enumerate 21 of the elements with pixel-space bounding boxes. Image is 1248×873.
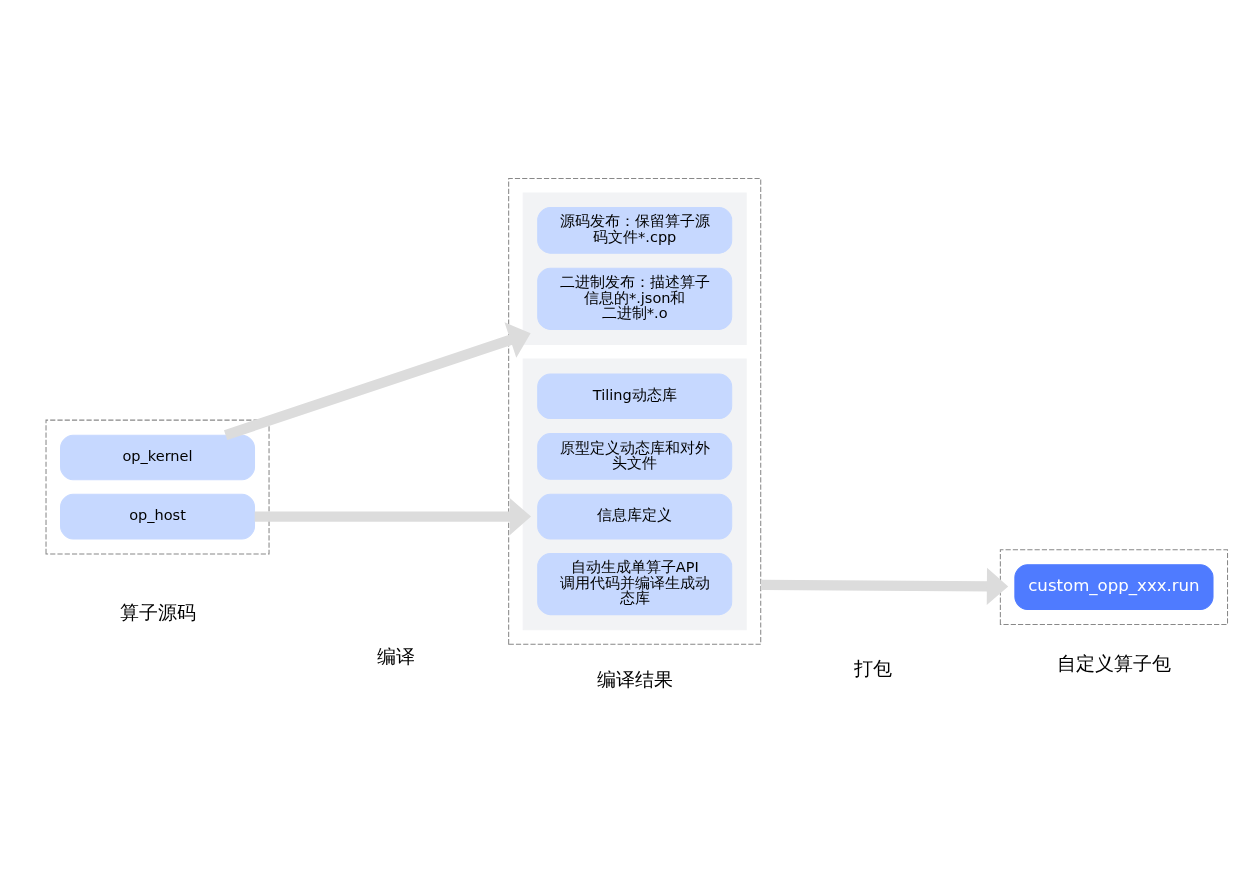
label: 算子源码 (119, 601, 196, 623)
cluster (522, 191, 747, 345)
node-box: 自动生成单算子API调用代码并编译生成动态库 (536, 552, 732, 615)
cluster (522, 357, 747, 630)
node-box: 源码发布：保留算子源码文件*.cpp (536, 206, 732, 254)
node-box: custom_opp_xxx.run (1013, 563, 1213, 610)
node-box: 原型定义动态库和对外头文件 (536, 432, 732, 480)
cluster (45, 419, 270, 554)
node-box: 信息库定义 (536, 493, 732, 539)
cluster (999, 548, 1228, 625)
label: 编译结果 (596, 668, 673, 690)
node-box: Tiling动态库 (536, 372, 732, 419)
node-box: op_host (59, 493, 255, 539)
label: 编译 (376, 645, 415, 667)
label: 打包 (853, 657, 892, 679)
arrow (223, 321, 531, 440)
node-box: op_kernel (59, 434, 255, 480)
label: 自定义算子包 (1056, 652, 1171, 674)
node-box: 二进制发布：描述算子信息的*.json和二进制*.o (536, 267, 732, 330)
arrow (254, 497, 531, 535)
arrow (760, 567, 1008, 605)
